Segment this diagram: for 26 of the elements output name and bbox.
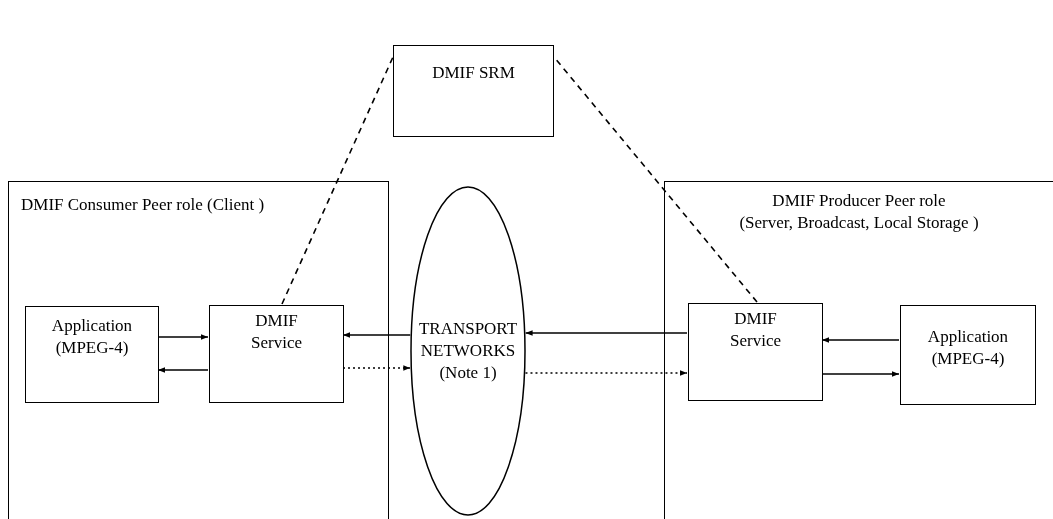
arrow [821,337,900,343]
arrow [821,371,900,377]
node-label: TRANSPORT NETWORKS (Note 1) [418,318,518,384]
node-label: DMIF Consumer Peer role (Client ) [21,194,265,216]
node-label: (Server, Broadcast, Local Storage ) [739,212,979,234]
arrow [157,334,209,340]
process-box [209,305,344,403]
arrow [342,365,412,371]
process-box [900,305,1036,405]
node-label: DMIF Producer Peer role [772,190,946,212]
process-box [688,303,823,401]
connector-line [281,56,394,305]
arrow [524,330,688,336]
arrow [342,332,412,338]
node-label: DMIF Service [250,310,303,354]
node-label: Application (MPEG-4) [926,326,1010,370]
role-panel [664,181,1053,519]
process-box [25,306,159,403]
node-label: Application (MPEG-4) [50,315,134,359]
node-label: DMIF Service [729,308,782,352]
arrow [157,367,209,373]
arrow [524,370,688,376]
process-box [393,45,554,137]
role-panel [8,181,389,519]
network-ellipse [410,186,526,516]
node-label: DMIF SRM [432,62,515,84]
